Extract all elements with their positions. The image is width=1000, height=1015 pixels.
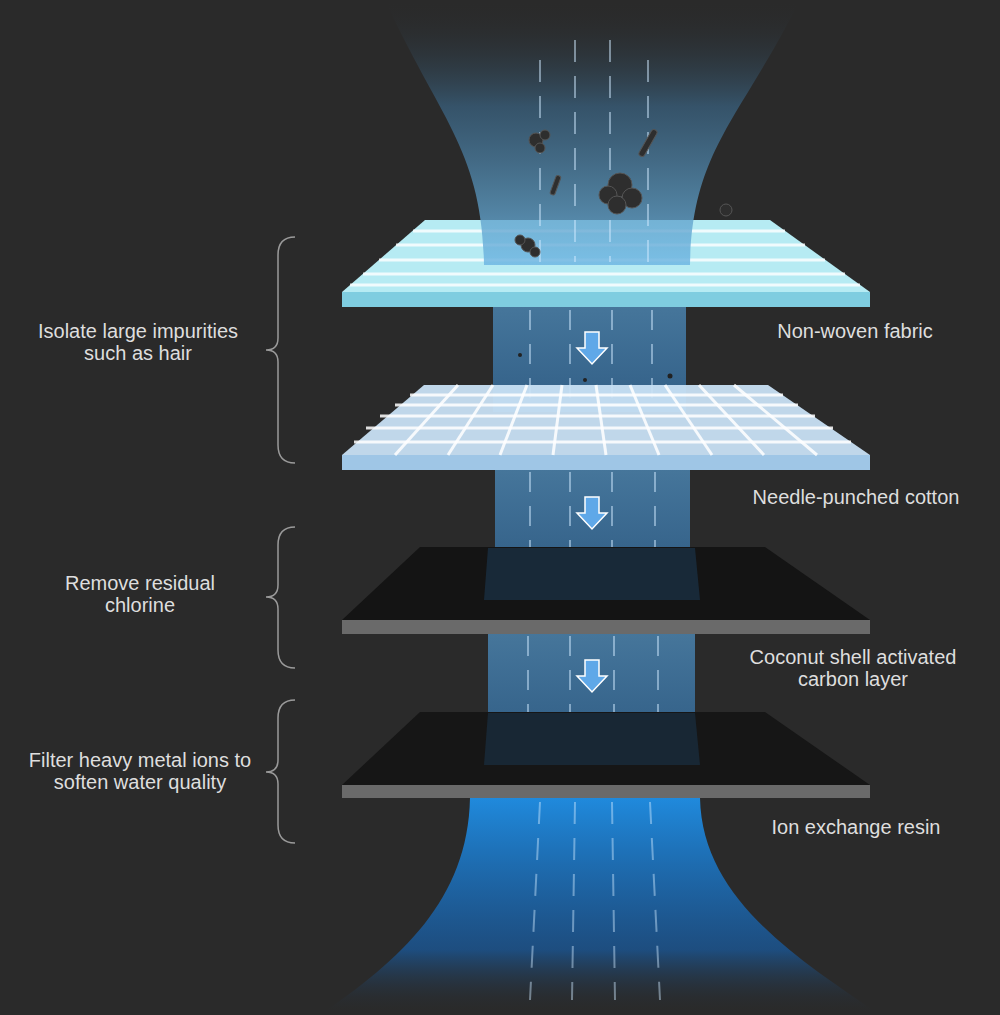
flow-arrow bbox=[577, 332, 607, 692]
layer-name: Non-woven fabric bbox=[735, 320, 975, 342]
function-note: Isolate large impurities such as hair bbox=[20, 320, 256, 364]
impurity-particles bbox=[515, 129, 732, 257]
layer-name: Needle-punched cotton bbox=[716, 486, 996, 508]
resin-layer bbox=[342, 712, 870, 798]
function-note: Remove residual chlorine bbox=[40, 572, 240, 616]
water-stream bbox=[385, 0, 800, 265]
layer-name: Coconut shell activated carbon layer bbox=[733, 646, 973, 690]
function-note: Filter heavy metal ions to soften water … bbox=[18, 749, 263, 793]
bracket bbox=[266, 237, 295, 843]
layer-name: Ion exchange resin bbox=[736, 816, 976, 838]
carbon-layer bbox=[342, 547, 870, 634]
cotton-layer bbox=[342, 385, 870, 470]
